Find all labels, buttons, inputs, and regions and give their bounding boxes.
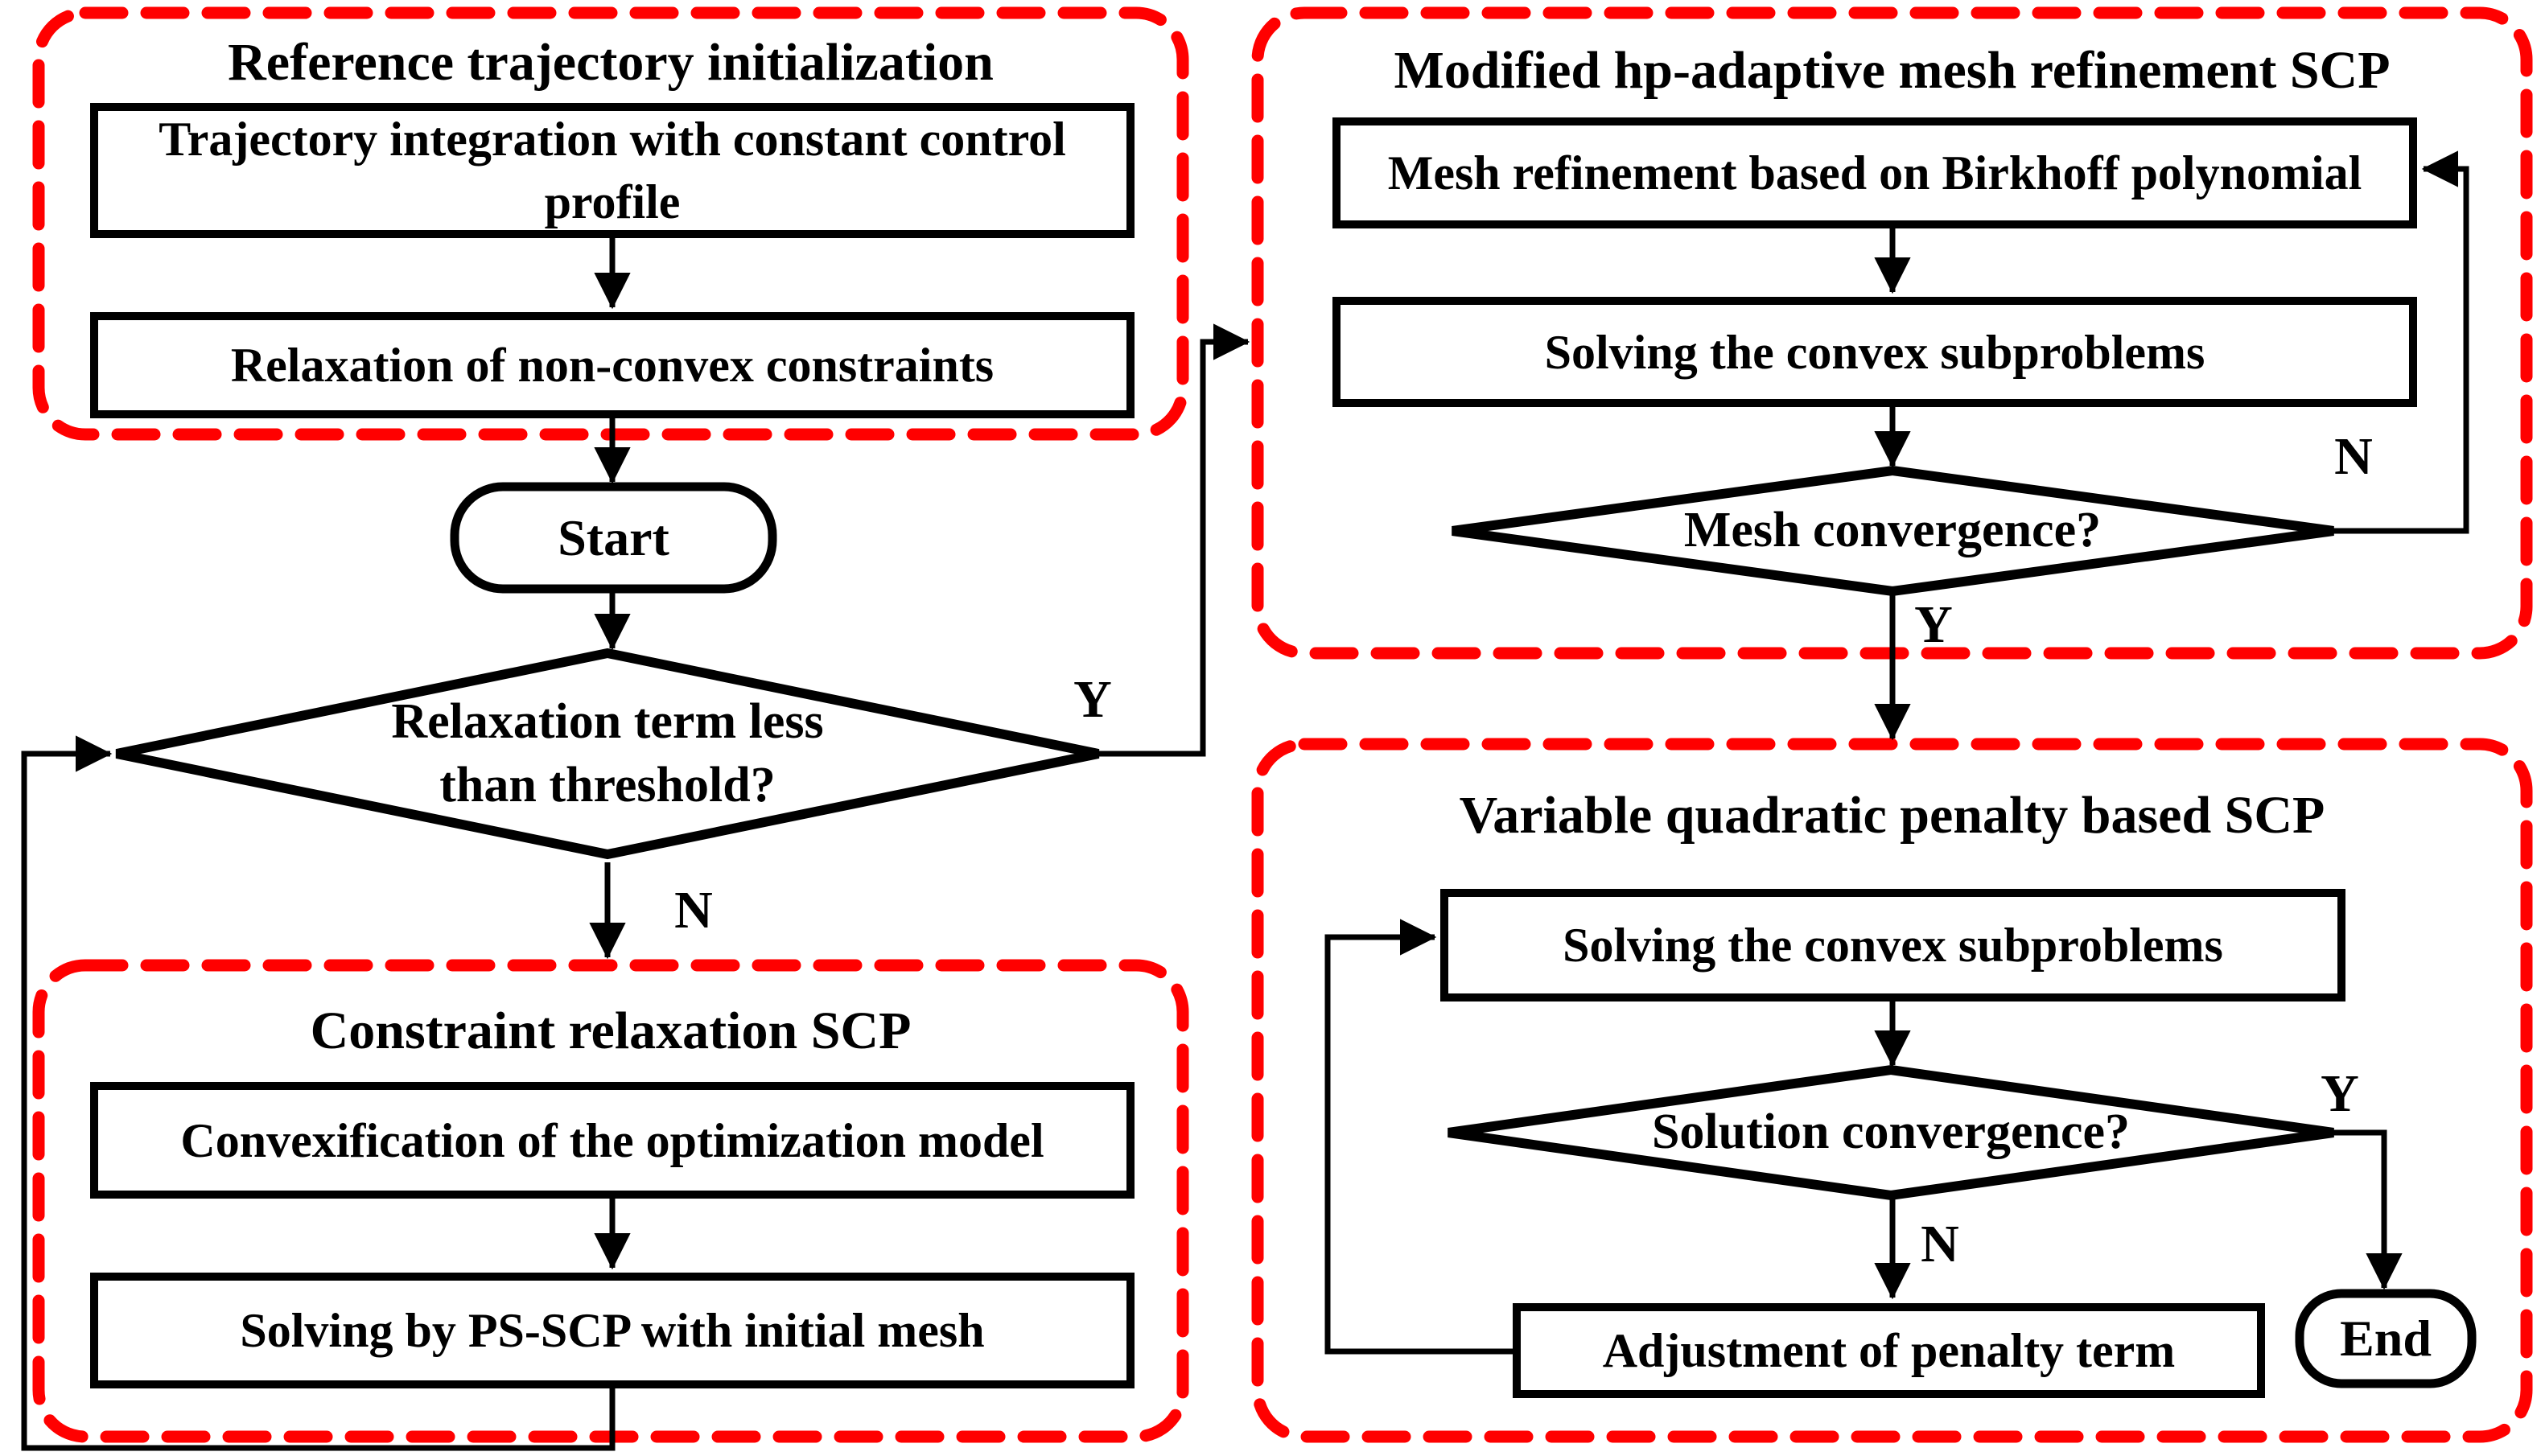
group-title-reference-trajectory: Reference trajectory initialization: [228, 33, 994, 92]
process-convexification: Convexification of the optimization mode…: [90, 1082, 1135, 1199]
process-solving-ps-scp: Solving by PS-SCP with initial mesh: [90, 1273, 1135, 1388]
edge-label-mesh-no: N: [2334, 427, 2373, 486]
process-solving-convex-penalty: Solving the convex subproblems: [1440, 889, 2345, 1002]
process-relaxation-constraints: Relaxation of non-convex constraints: [90, 312, 1135, 418]
group-title-constraint-relaxation: Constraint relaxation SCP: [310, 1002, 912, 1060]
feedback-mesh-no-to-birkhoff: [2333, 150, 2469, 534]
end-terminator-label: End: [2340, 1310, 2432, 1367]
arrow-solution-yes-to-end: [2333, 1129, 2403, 1290]
start-terminator-label: Start: [558, 508, 669, 566]
start-terminator-shape: [450, 482, 777, 594]
decision-relaxation-threshold-shape: [115, 648, 1100, 860]
decision-solution-convergence-shape: [1448, 1064, 2334, 1201]
process-adjustment-penalty: Adjustment of penalty term: [1513, 1303, 2265, 1398]
end-terminator-shape: [2295, 1289, 2477, 1388]
edge-label-relaxation-no: N: [674, 881, 713, 940]
process-solving-convex-mesh: Solving the convex subproblems: [1332, 297, 2417, 407]
group-border-penalty: [1251, 738, 2533, 1443]
arrow-decision-yes-to-group3: [1098, 323, 1250, 757]
decision-relaxation-threshold-label: Relaxation term less than threshold?: [391, 693, 824, 812]
feedback-solving-to-decision: [21, 735, 616, 1451]
process-trajectory-integration: Trajectory integration with constant con…: [90, 103, 1135, 238]
edge-label-mesh-yes: Y: [1914, 595, 1953, 654]
edge-label-solution-yes: Y: [2321, 1064, 2359, 1123]
decision-mesh-convergence-shape: [1452, 465, 2334, 597]
decision-solution-convergence-label: Solution convergence?: [1651, 1104, 2131, 1160]
group-title-penalty: Variable quadratic penalty based SCP: [1459, 786, 2325, 845]
group-title-mesh-refinement: Modified hp-adaptive mesh refinement SCP: [1394, 41, 2391, 100]
edge-label-relaxation-yes: Y: [1073, 670, 1112, 729]
edge-label-solution-no: N: [1921, 1215, 1959, 1273]
decision-mesh-convergence-label: Mesh convergence?: [1683, 503, 2102, 558]
feedback-adjustment-to-solving: [1324, 919, 1513, 1355]
process-mesh-refinement-birkhoff: Mesh refinement based on Birkhoff polyno…: [1332, 117, 2417, 228]
